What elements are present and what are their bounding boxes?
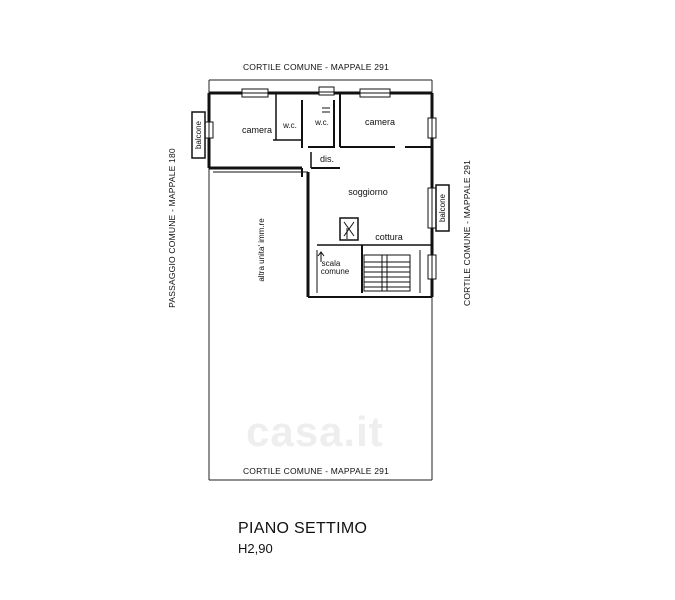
balcony-right [435,184,450,232]
floor-title: PIANO SETTIMO [238,520,368,537]
right-border-label: CORTILE COMUNE - MAPPALE 291 [462,160,472,306]
room-dis: dis. [320,154,334,164]
balcony-left-label: balcone [194,120,203,149]
floor-height: H2,90 [238,541,273,556]
left-border-label: PASSAGGIO COMUNE - MAPPALE 180 [167,148,177,308]
windows [204,88,437,280]
property-boundary [208,79,433,481]
room-cottura: cottura [375,232,403,242]
watermark-logo: casa.it [246,408,384,455]
stairs [363,254,411,292]
balcony-right-label: balcone [438,193,447,222]
room-soggiorno: soggiorno [348,187,388,197]
balcony-left [191,111,206,159]
room-camera-right: camera [365,117,395,127]
room-wc-small: w.c. [282,121,297,130]
up-arrow-icon [317,251,325,262]
balconies [191,111,450,232]
top-border-label: CORTILE COMUNE - MAPPALE 291 [243,62,389,72]
bottom-border-label: CORTILE COMUNE - MAPPALE 291 [243,466,389,476]
room-wc: w.c. [314,118,329,127]
other-unit-label: altra unita' imm.re [257,218,266,282]
room-scala: scala [322,259,341,268]
room-scala-comune: comune [321,267,350,276]
room-camera-left: camera [242,125,272,135]
